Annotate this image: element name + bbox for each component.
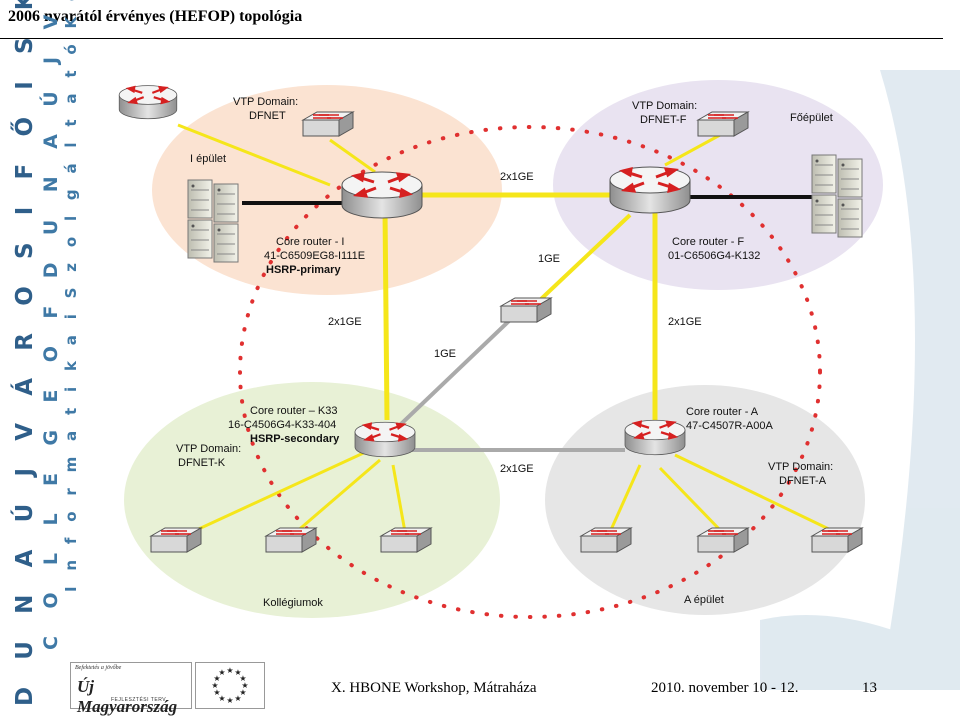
backbone-ring [238, 125, 822, 619]
svg-text:★: ★ [226, 666, 233, 675]
svg-text:★: ★ [218, 694, 225, 703]
core-router-k [353, 421, 417, 458]
link-label-switch-k: 1GE [434, 348, 456, 360]
title-rule [0, 38, 943, 39]
zone-i-building [152, 85, 502, 295]
page-number: 13 [862, 680, 877, 696]
eu-flag-icon: ★★★ ★★★ ★★★ ★★★ [195, 662, 265, 709]
vtp-label-f: VTP Domain: [632, 100, 697, 112]
svg-text:★: ★ [234, 694, 241, 703]
svg-text:★: ★ [218, 668, 225, 677]
building-label-i: I épület [190, 153, 226, 165]
router-i-role: HSRP-primary [266, 264, 341, 276]
router-a-name: Core router - A [686, 406, 759, 418]
svg-text:★: ★ [211, 681, 218, 690]
link-i-k [382, 209, 390, 421]
slide-title: 2006 nyarától érvényes (HEFOP) topológia [8, 8, 303, 25]
link-f-switch [538, 213, 632, 302]
switch-dorm-2 [265, 527, 317, 553]
vtp-label-i: VTP Domain: [233, 96, 298, 108]
svg-text:★: ★ [213, 674, 220, 683]
router-i-model: 41-C6509EG8-I111E [264, 250, 365, 262]
core-router-i [340, 170, 424, 220]
switch-distribution [500, 297, 552, 323]
link-switch-k [398, 318, 512, 427]
link-label-i-k: 2x1GE [328, 316, 362, 328]
umft-tagline: Befektetés a jövőbe [75, 665, 122, 671]
link-label-k-a: 2x1GE [500, 463, 534, 475]
umft-logo: Befektetés a jövőbe Új Magyarország FEJL… [70, 662, 192, 716]
vtp-domain-a: DFNET-A [779, 475, 827, 487]
vtp-domain-f: DFNET-F [640, 114, 687, 126]
umft-subtitle: FEJLESZTÉSI TERV [111, 697, 167, 703]
svg-text:★: ★ [213, 688, 220, 697]
svg-text:★: ★ [241, 681, 248, 690]
link-label-f-switch: 1GE [538, 253, 560, 265]
zone-main-building [553, 80, 883, 290]
vtp-domain-i: DFNET [249, 110, 286, 122]
link-label-f-a: 2x1GE [668, 316, 702, 328]
router-k-role: HSRP-secondary [250, 433, 340, 445]
router-a-model: 47-C4507R-A00A [686, 420, 773, 432]
switch-a-1 [580, 527, 632, 553]
college-side-band: D U N A Ú J V Á R O S I F Ő I S K O L A … [0, 0, 84, 706]
svg-text:★: ★ [226, 696, 233, 705]
vtp-domain-k: DFNET-K [178, 457, 226, 469]
router-k-name: Core router – K33 [250, 405, 337, 417]
switch-a-2 [697, 527, 749, 553]
link-label-i-f: 2x1GE [500, 171, 534, 183]
vtp-label-a: VTP Domain: [768, 461, 833, 473]
svg-text:★: ★ [239, 688, 246, 697]
umft-name: Új Magyarország [77, 677, 178, 716]
core-router-a [623, 419, 687, 456]
zone-dormitories [124, 382, 500, 618]
router-f-name: Core router - F [672, 236, 744, 248]
building-label-dorms: Kollégiumok [263, 597, 323, 609]
switch-i-building [302, 111, 354, 137]
building-label-a: A épület [684, 594, 724, 606]
background-swoosh [760, 70, 960, 690]
router-k-model: 16-C4506G4-K33-404 [228, 419, 336, 431]
svg-text:★: ★ [234, 668, 241, 677]
switch-main-building [697, 111, 749, 137]
vtp-label-k: VTP Domain: [176, 443, 241, 455]
footer-event: X. HBONE Workshop, Mátraháza [331, 680, 537, 696]
edge-router-i [118, 84, 178, 120]
router-i-name: Core router - I [276, 236, 344, 248]
footer-date: 2010. november 10 - 12. [651, 680, 799, 696]
switch-a-3 [811, 527, 863, 553]
core-router-f [608, 165, 692, 215]
building-label-main: Főépület [790, 112, 833, 124]
svg-text:★: ★ [239, 674, 246, 683]
switch-dorm-1 [150, 527, 202, 553]
switch-dorm-3 [380, 527, 432, 553]
links [177, 123, 836, 535]
router-f-model: 01-C6506G4-K132 [668, 250, 760, 262]
